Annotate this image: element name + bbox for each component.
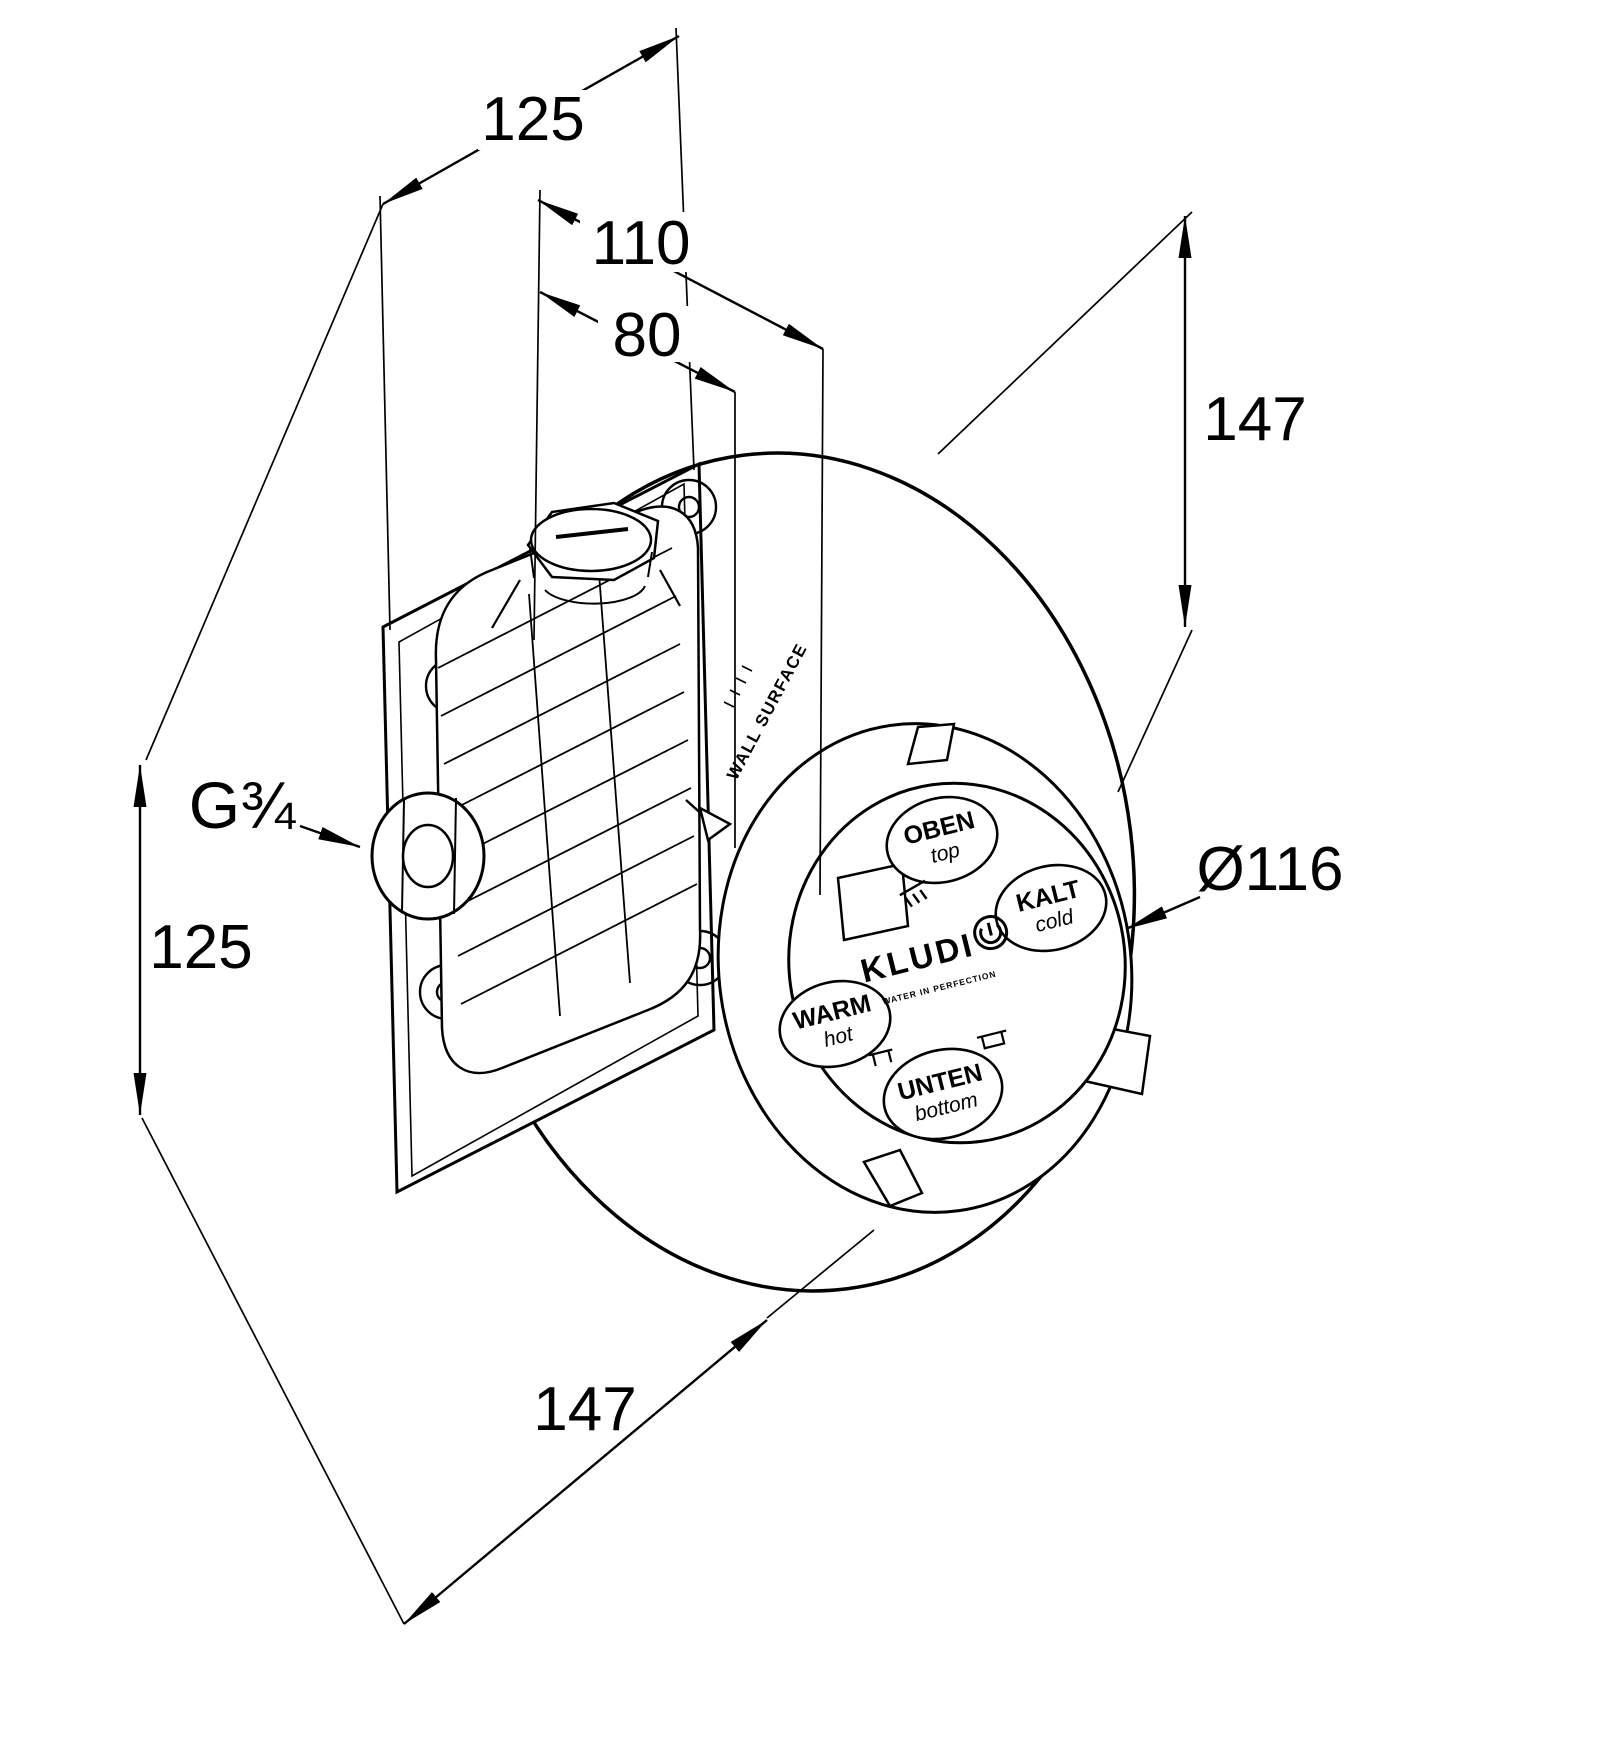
dim-height-right: 147	[1203, 385, 1306, 454]
leader-thread	[299, 824, 361, 849]
dim-pipe-thread: G¾	[189, 768, 296, 842]
ext-147bottom-right	[766, 1229, 875, 1319]
dimension-text-masks	[143, 90, 702, 978]
dim-offset-mid: 110	[592, 209, 691, 278]
dim-width-top: 125	[481, 85, 584, 154]
ext-125top-left	[379, 195, 391, 631]
dim-height-left: 125	[149, 913, 252, 982]
ext-diagonal-bottom-left	[141, 1117, 405, 1625]
nut-outline	[370, 791, 486, 921]
outlet-right-icon	[976, 1029, 1007, 1050]
dimline-147-bottom	[403, 1319, 768, 1625]
cap-facets	[529, 547, 653, 579]
top-clip	[906, 722, 956, 766]
leader-diameter	[1125, 895, 1201, 931]
dim-diameter: Ø116	[1196, 835, 1343, 904]
valve-body	[370, 461, 729, 1195]
cap-bracket	[491, 569, 681, 629]
ribbed-dome	[434, 505, 702, 1075]
ext-110-right	[819, 348, 824, 896]
faceplate-assembly: OBEN top KALT cold WARM hot UNTEN bottom…	[716, 722, 1152, 1214]
dim-offset-inner: 80	[613, 301, 682, 370]
kludi-logo-icon	[973, 915, 1009, 951]
label-oben: OBEN top	[885, 795, 999, 885]
thread-nut	[370, 791, 486, 921]
dimension-texts: 125 110 80 147 G¾ 125 Ø116 147	[149, 85, 1343, 1444]
ext-diagonal-top-left	[145, 203, 384, 761]
outlet-left-icon	[868, 1048, 893, 1067]
cap-slot	[555, 527, 629, 539]
dimension-lines	[133, 34, 1201, 1625]
shower-icon	[899, 879, 928, 908]
label-kalt: KALT cold	[994, 863, 1108, 953]
bottom-clip	[862, 1148, 924, 1208]
function-window	[836, 862, 910, 942]
ext-147right-bottom	[1117, 629, 1193, 793]
hex-cap	[491, 501, 681, 629]
rib-lines	[437, 547, 698, 1005]
rib-splits	[528, 559, 631, 1017]
wall-surface-arrow-icon	[685, 799, 733, 843]
ext-147right-top	[937, 211, 1193, 455]
extension-lines	[141, 27, 1193, 1625]
cap-top-face	[529, 507, 653, 573]
label-warm: WARM hot	[778, 979, 892, 1069]
dim-width-bottom: 147	[533, 1375, 636, 1444]
cap-collar	[544, 585, 646, 605]
nut-bore	[401, 823, 455, 889]
label-unten: UNTEN bottom	[882, 1047, 1004, 1141]
